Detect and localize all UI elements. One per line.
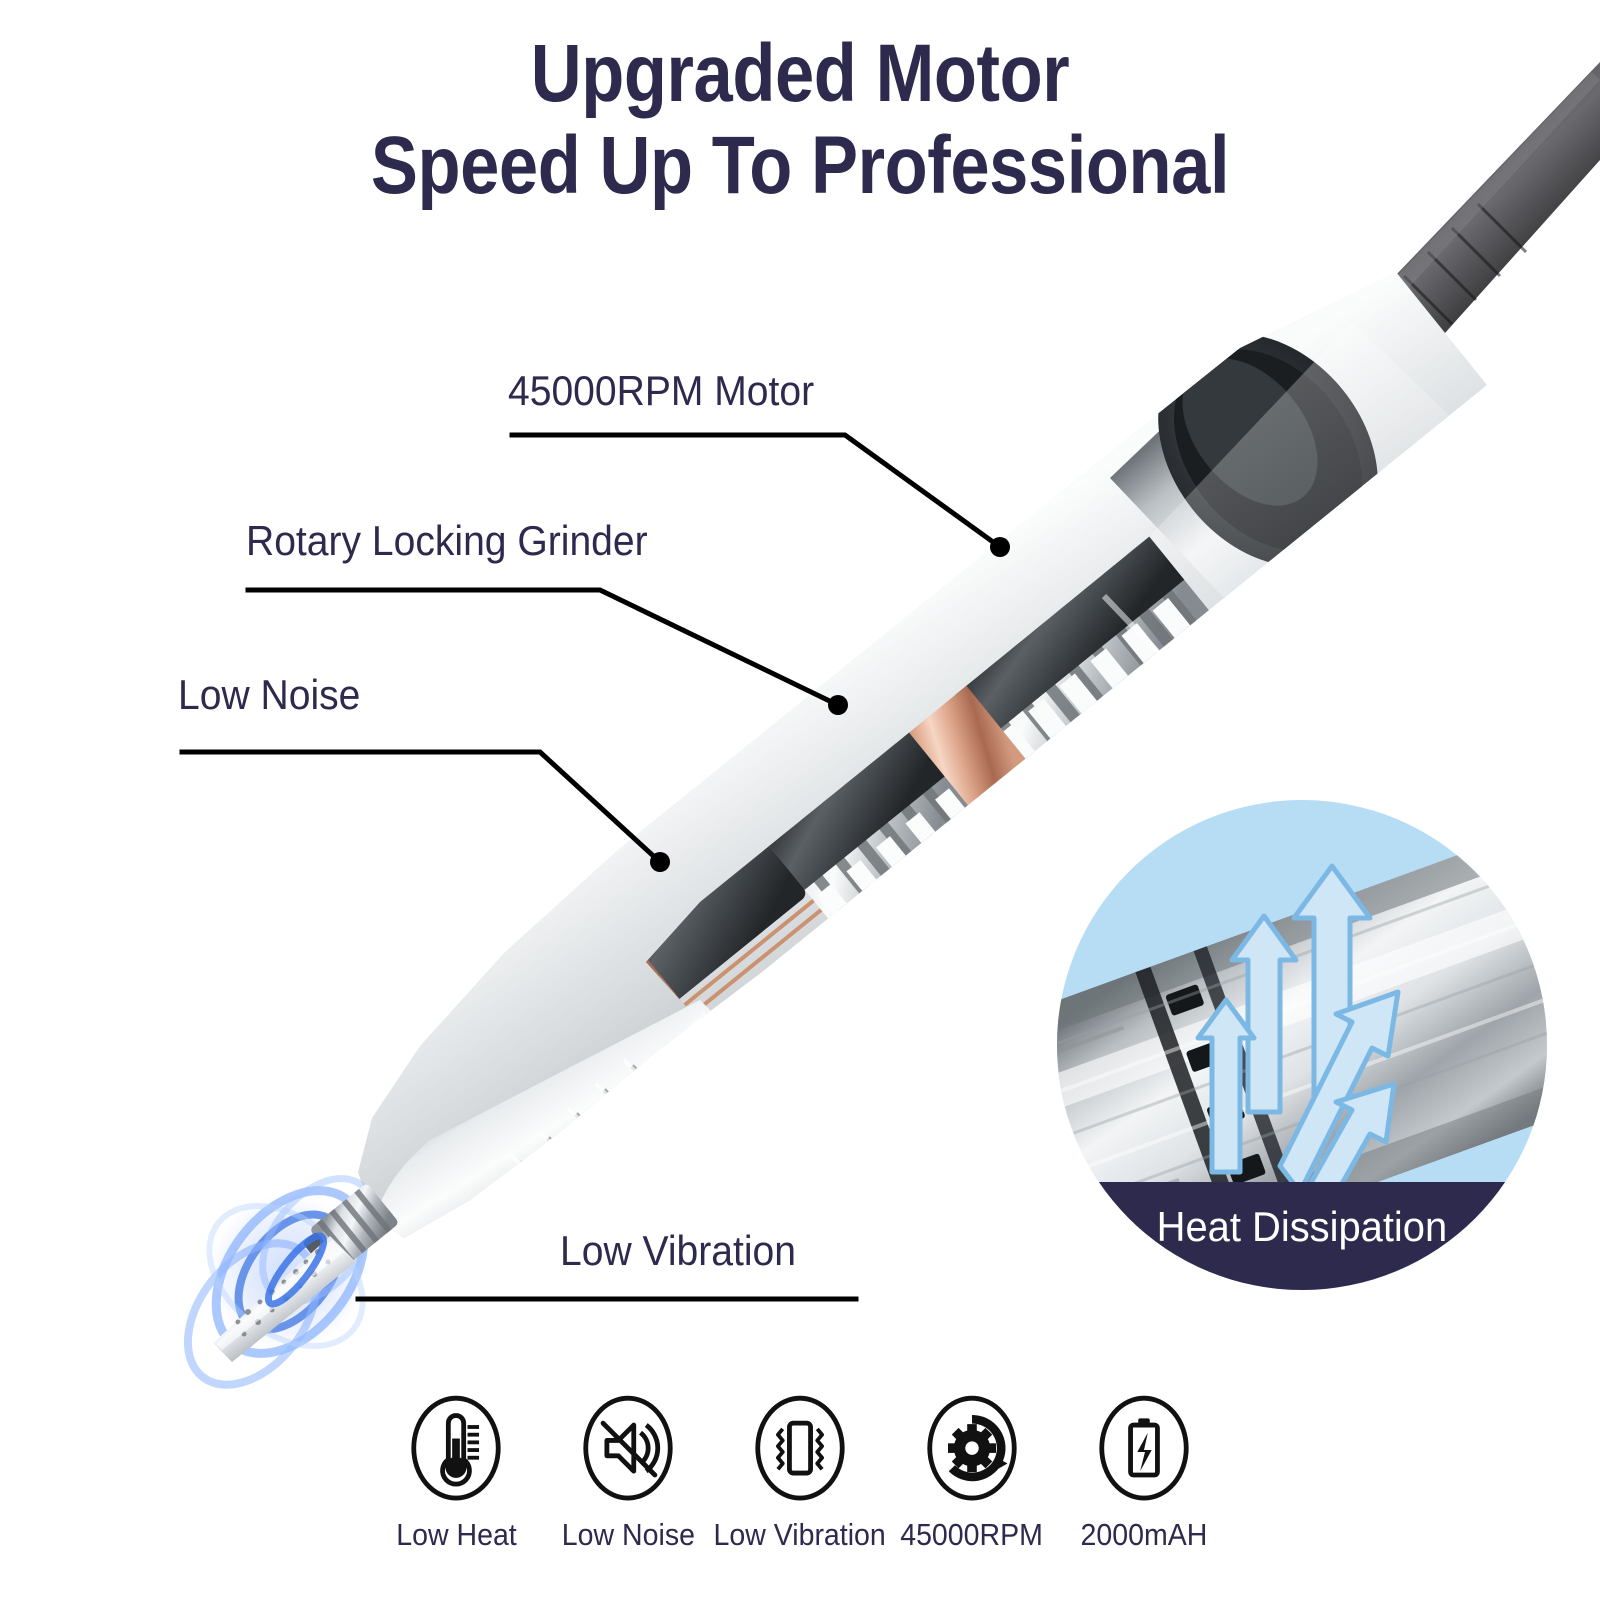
callout-label-low-vibration: Low Vibration [560, 1227, 796, 1274]
feature-low-heat: Low Heat [370, 1392, 542, 1552]
headline-line-2: Speed Up To Professional [370, 120, 1230, 211]
thermometer-icon [411, 1395, 501, 1501]
leader-lines [179, 432, 1004, 1302]
headline-line-1: Upgraded Motor [530, 28, 1070, 119]
gear-rotation-icon [927, 1395, 1017, 1501]
heat-dissipation-caption-wrap: Heat Dissipation [1022, 800, 1582, 1290]
callout-label-grinder: Rotary Locking Grinder [246, 517, 648, 564]
feature-rpm: 45000RPM [886, 1392, 1058, 1552]
feature-low-vibration: Low Vibration [714, 1392, 886, 1552]
feature-label: 45000RPM [900, 1517, 1044, 1552]
leader-dot-grinder [828, 695, 848, 715]
callout-label-rpm: 45000RPM Motor [508, 367, 815, 414]
page-title: Upgraded Motor Speed Up To Professional [112, 28, 1488, 212]
feature-battery: 2000mAH [1058, 1392, 1230, 1552]
feature-label: Low Vibration [713, 1517, 887, 1552]
feature-label: 2000mAH [1080, 1517, 1208, 1552]
leader-dot-noise [650, 852, 670, 872]
leader-dots [650, 537, 1010, 872]
leader-dot-rpm [990, 537, 1010, 557]
speaker-muted-icon [583, 1395, 673, 1501]
drill-bit-assembly [183, 1175, 398, 1389]
feature-low-noise: Low Noise [542, 1392, 714, 1552]
phone-vibrate-icon [755, 1395, 845, 1501]
battery-bolt-icon [1099, 1395, 1189, 1501]
feature-strip: Low Heat Low Noise Low Vi [0, 1392, 1600, 1552]
feature-label: Low Noise [561, 1517, 695, 1552]
feature-label: Low Heat [395, 1517, 517, 1552]
callout-label-low-noise: Low Noise [178, 671, 361, 718]
heat-dissipation-caption: Heat Dissipation [1156, 1203, 1448, 1250]
power-cable [1372, 62, 1600, 352]
